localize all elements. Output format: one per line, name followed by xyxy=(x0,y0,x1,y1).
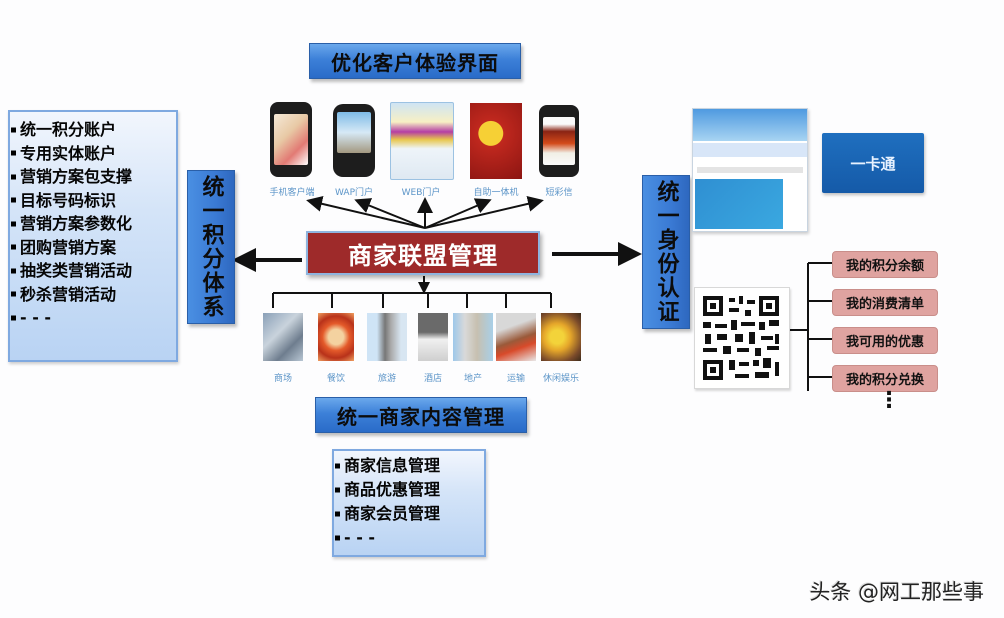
merchant-alliance-box: 商家联盟管理 xyxy=(306,231,540,275)
channel-caption: 自助一体机 xyxy=(473,188,519,198)
service-available-offers: 我可用的优惠 xyxy=(832,327,938,354)
one-card-image: 一卡通 xyxy=(822,133,924,193)
list-item: 抽奖类营销活动 xyxy=(10,259,176,283)
list-item: 营销方案参数化 xyxy=(10,212,176,236)
category-caption: 运输 xyxy=(506,374,525,384)
service-points-redeem: 我的积分兑换 xyxy=(832,365,938,392)
feature-phone-icon xyxy=(333,104,375,177)
category-caption: 酒店 xyxy=(423,374,442,384)
category-image-hotel xyxy=(418,313,448,361)
list-item: 统一积分账户 xyxy=(10,118,176,142)
list-item: 营销方案包支撑 xyxy=(10,165,176,189)
service-points-balance: 我的积分余额 xyxy=(832,251,938,278)
channel-header: 优化客户体验界面 xyxy=(309,43,521,79)
service-spending-list: 我的消费清单 xyxy=(832,289,938,316)
category-image-transport xyxy=(496,313,536,361)
channel-caption: 短彩信 xyxy=(545,188,573,198)
category-image-mall xyxy=(263,313,303,361)
web-portal-icon xyxy=(390,102,454,180)
category-image-leisure xyxy=(541,313,581,361)
list-item: 商家会员管理 xyxy=(334,502,484,526)
category-caption: 商场 xyxy=(273,374,292,384)
channel-caption: WAP门户 xyxy=(335,188,373,198)
list-item: 专用实体账户 xyxy=(10,142,176,166)
portal-screenshot xyxy=(692,108,808,232)
category-image-realestate xyxy=(453,313,493,361)
channel-caption: 手机客户端 xyxy=(269,188,315,198)
points-feature-list: 统一积分账户 专用实体账户 营销方案包支撑 目标号码标识 营销方案参数化 团购营… xyxy=(8,110,178,362)
content-mgmt-list: 商家信息管理 商品优惠管理 商家会员管理 - - - xyxy=(332,449,486,557)
points-system-label: 统一积分体系 xyxy=(187,170,235,324)
list-item: - - - xyxy=(10,306,176,330)
watermark: 头条 @网工那些事 xyxy=(809,580,984,604)
qr-code-icon xyxy=(694,287,790,389)
kiosk-icon xyxy=(470,103,522,179)
list-item: 商家信息管理 xyxy=(334,454,484,478)
list-item: - - - xyxy=(334,526,484,550)
category-image-travel xyxy=(367,313,407,361)
sms-phone-icon xyxy=(539,105,579,177)
category-caption: 餐饮 xyxy=(326,374,345,384)
category-caption: 地产 xyxy=(463,374,482,384)
channel-caption: WEB门户 xyxy=(401,188,441,198)
category-image-dining xyxy=(318,313,354,361)
list-item: 目标号码标识 xyxy=(10,189,176,213)
category-caption: 旅游 xyxy=(377,374,396,384)
identity-auth-label: 统一身份认证 xyxy=(642,175,690,329)
one-card-label: 一卡通 xyxy=(850,154,896,173)
list-item: 团购营销方案 xyxy=(10,236,176,260)
list-item: 商品优惠管理 xyxy=(334,478,484,502)
category-caption: 休闲娱乐 xyxy=(542,374,579,384)
content-mgmt-header: 统一商家内容管理 xyxy=(315,397,527,433)
smartphone-icon xyxy=(270,102,312,177)
list-item: 秒杀营销活动 xyxy=(10,283,176,307)
more-ellipsis-icon: ⋮ xyxy=(878,388,900,413)
